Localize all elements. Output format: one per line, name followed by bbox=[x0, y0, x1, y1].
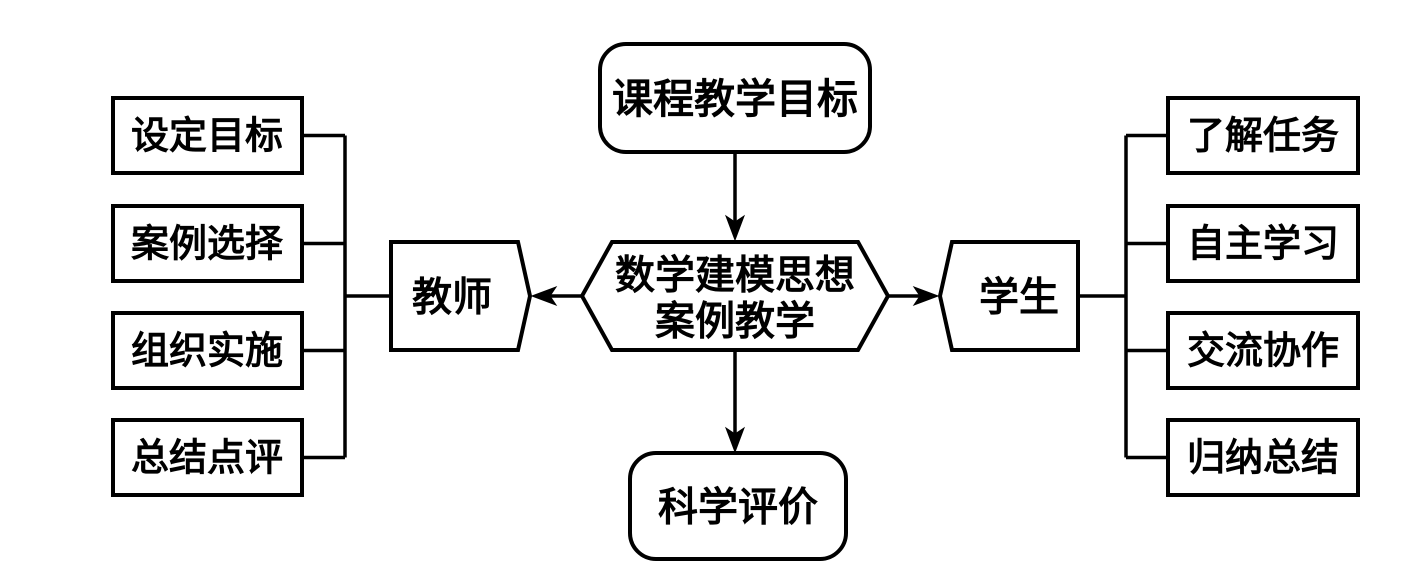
student-task-item: 了解任务 bbox=[1166, 96, 1360, 175]
task-label: 设定目标 bbox=[131, 116, 283, 158]
connectors bbox=[302, 133, 1168, 460]
task-box bbox=[111, 96, 304, 175]
task-box bbox=[111, 418, 304, 497]
student-task-item: 自主学习 bbox=[1166, 204, 1360, 283]
arrow-down-icon bbox=[724, 426, 746, 454]
node-evaluation: 科学评价 bbox=[628, 451, 848, 561]
center-label-line1: 数学建模思想 bbox=[615, 253, 855, 298]
arrow-right-icon bbox=[912, 285, 940, 307]
task-label: 归纳总结 bbox=[1187, 438, 1339, 480]
center-label-line2: 案例教学 bbox=[655, 299, 815, 344]
teacher-task-item: 设定目标 bbox=[111, 96, 304, 175]
task-box bbox=[1166, 311, 1360, 390]
teacher-task-item: 案例选择 bbox=[111, 204, 304, 283]
node-course-goal: 课程教学目标 bbox=[598, 42, 872, 154]
course-goal-label: 课程教学目标 bbox=[612, 76, 858, 122]
arrow-down-icon bbox=[724, 214, 746, 242]
task-label: 了解任务 bbox=[1187, 116, 1339, 158]
student-label: 学生 bbox=[979, 275, 1059, 320]
center-hexagon bbox=[579, 240, 891, 352]
node-student: 学生 bbox=[937, 240, 1080, 352]
task-label: 组织实施 bbox=[131, 331, 283, 373]
arrow-left-icon bbox=[530, 285, 558, 307]
student-pentagon bbox=[937, 240, 1080, 352]
student-task-item: 交流协作 bbox=[1166, 311, 1360, 390]
student-task-item: 归纳总结 bbox=[1166, 418, 1360, 497]
evaluation-label: 科学评价 bbox=[658, 485, 818, 530]
evaluation-box bbox=[628, 451, 848, 561]
task-box bbox=[111, 311, 304, 390]
task-label: 交流协作 bbox=[1187, 330, 1339, 373]
task-label: 案例选择 bbox=[131, 224, 284, 266]
node-teacher: 教师 bbox=[389, 240, 533, 352]
node-center-case-teaching: 数学建模思想 案例教学 bbox=[579, 240, 891, 352]
course-goal-box bbox=[598, 42, 872, 154]
task-box bbox=[1166, 418, 1360, 497]
student-task-list: 了解任务 自主学习 交流协作 归纳总结 bbox=[1166, 96, 1360, 497]
task-label: 总结点评 bbox=[131, 438, 283, 480]
teacher-task-item: 组织实施 bbox=[111, 311, 304, 390]
task-box bbox=[1166, 204, 1360, 283]
teacher-task-item: 总结点评 bbox=[111, 418, 304, 497]
task-box bbox=[111, 204, 304, 283]
task-box bbox=[1166, 96, 1360, 175]
teacher-label: 教师 bbox=[412, 275, 492, 320]
teacher-pentagon bbox=[389, 240, 533, 352]
task-label: 自主学习 bbox=[1187, 223, 1339, 266]
teacher-task-list: 设定目标 案例选择 组织实施 总结点评 bbox=[111, 96, 304, 497]
